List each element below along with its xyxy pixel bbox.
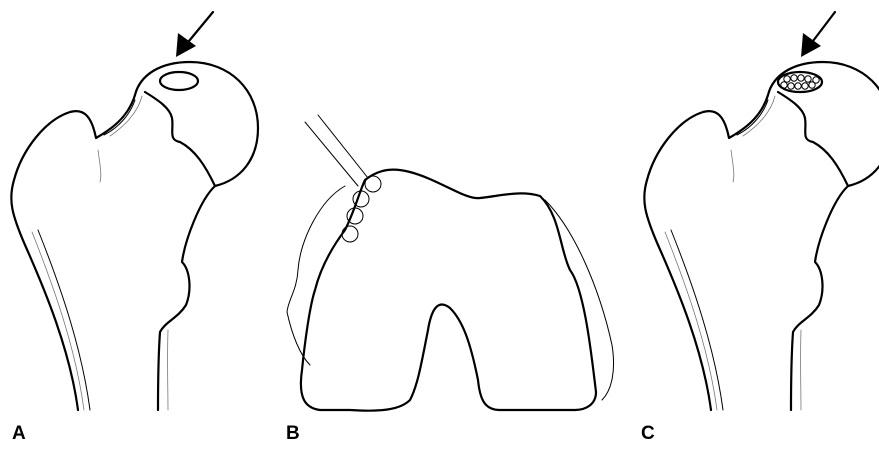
plug-circle-3 [347, 208, 363, 224]
panel-a-femur [11, 12, 258, 410]
plug-circle-4 [342, 226, 358, 242]
graft-plugs-c [781, 75, 819, 89]
femur-a-trochanter-line [98, 150, 101, 182]
arrow-c-shaft [813, 12, 835, 41]
femur-a-inner-line-2 [32, 232, 84, 410]
panel-label-a: A [12, 423, 26, 445]
femur-a-inner-line-1 [38, 230, 90, 410]
panel-label-b: B [286, 423, 300, 445]
femur-a-outline [11, 62, 258, 410]
panel-c-femur [644, 12, 879, 410]
plug-circle-1 [365, 176, 381, 192]
lesion-oval-a [160, 72, 198, 90]
femur-c-inner-line-2 [665, 232, 717, 410]
femoral-head-a-neck-line [145, 92, 215, 186]
femoral-head-c-neck-line [778, 92, 848, 186]
condyle-b-right-back-outline [545, 200, 614, 400]
arrow-c-head [801, 33, 821, 57]
condyle-b-outline [301, 170, 596, 411]
femur-c-trochanter-line [731, 150, 734, 182]
femur-c-inner-line-1 [671, 230, 723, 410]
condyle-b-back-outline [287, 186, 345, 365]
panel-b-distal-femur [287, 115, 614, 411]
femur-c-outline [644, 62, 879, 410]
panel-label-c: C [641, 423, 655, 445]
arrow-a-shaft [189, 12, 213, 41]
plug-circle-2 [353, 191, 369, 207]
